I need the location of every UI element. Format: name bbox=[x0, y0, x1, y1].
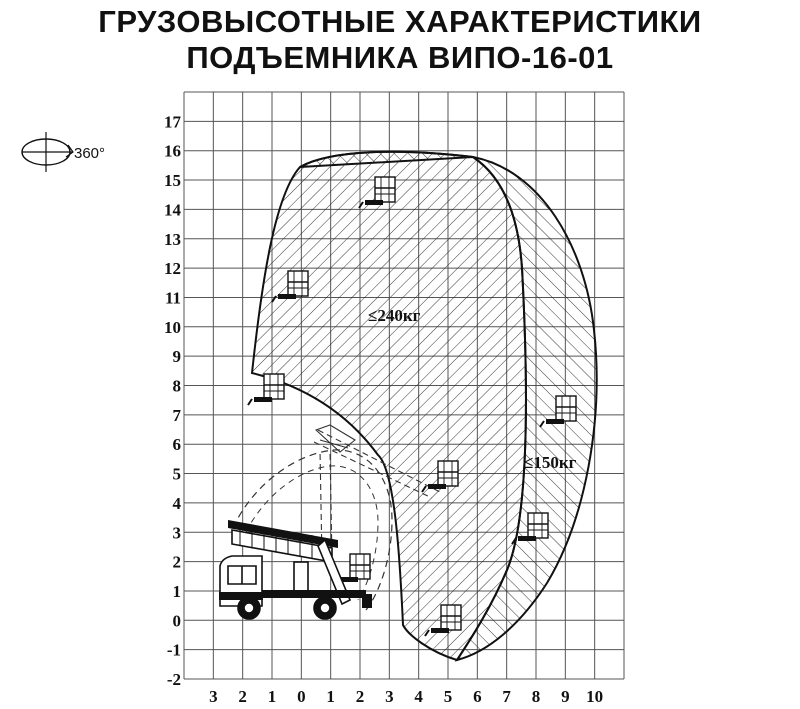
x-tick-label: 1 bbox=[326, 687, 335, 706]
lower-reach-envelope-inner bbox=[245, 465, 379, 601]
y-tick-label: 10 bbox=[164, 318, 181, 337]
rotation-360-icon: 360° bbox=[21, 132, 105, 172]
boom-head-upper bbox=[314, 424, 356, 453]
x-tick-label: 5 bbox=[444, 687, 453, 706]
lower-reach-envelope bbox=[232, 449, 393, 611]
y-tick-label: 1 bbox=[173, 582, 182, 601]
diagram-title-line1: ГРУЗОВЫСОТНЫЕ ХАРАКТЕРИСТИКИ bbox=[98, 4, 702, 39]
x-tick-label: 6 bbox=[473, 687, 482, 706]
y-tick-label: 17 bbox=[164, 112, 182, 131]
truck-icon bbox=[219, 520, 372, 620]
x-tick-label: 2 bbox=[356, 687, 365, 706]
y-tick-label: 13 bbox=[164, 230, 181, 249]
x-tick-label: 2 bbox=[238, 687, 247, 706]
x-tick-label: 4 bbox=[414, 687, 423, 706]
y-tick-label: 5 bbox=[173, 465, 182, 484]
y-tick-label: 7 bbox=[173, 406, 182, 425]
y-tick-label: 11 bbox=[165, 288, 181, 307]
x-tick-label: 3 bbox=[209, 687, 218, 706]
x-tick-label: 3 bbox=[385, 687, 394, 706]
y-tick-label: 15 bbox=[164, 171, 181, 190]
zone-240kg-label: ≤240кг bbox=[368, 306, 421, 325]
y-tick-label: -1 bbox=[167, 641, 181, 660]
y-tick-label: 9 bbox=[173, 347, 182, 366]
basket-icon-8m bbox=[247, 373, 285, 406]
x-tick-label: 8 bbox=[532, 687, 541, 706]
y-tick-label: 0 bbox=[173, 611, 182, 630]
y-tick-label: 2 bbox=[173, 553, 182, 572]
boom-positions bbox=[313, 429, 441, 561]
x-tick-label: 9 bbox=[561, 687, 570, 706]
y-tick-label: 12 bbox=[164, 259, 181, 278]
y-tick-label: 14 bbox=[164, 200, 182, 219]
x-tick-label: 10 bbox=[586, 687, 603, 706]
x-tick-label: 0 bbox=[297, 687, 306, 706]
y-tick-label: 6 bbox=[173, 435, 182, 454]
x-tick-label: 7 bbox=[502, 687, 511, 706]
diagram-title-line2: ПОДЪЕМНИКА ВИПО-16-01 bbox=[186, 40, 614, 75]
y-tick-label: 4 bbox=[173, 494, 182, 513]
zone-240kg-area bbox=[250, 150, 527, 662]
rotation-label: 360° bbox=[74, 145, 105, 162]
x-tick-label: 1 bbox=[268, 687, 277, 706]
y-tick-label: 8 bbox=[173, 377, 182, 396]
y-tick-label: -2 bbox=[167, 670, 181, 689]
y-tick-label: 3 bbox=[173, 523, 182, 542]
y-tick-label: 16 bbox=[164, 142, 181, 161]
zone-150kg-label: ≤150кг bbox=[524, 453, 577, 472]
